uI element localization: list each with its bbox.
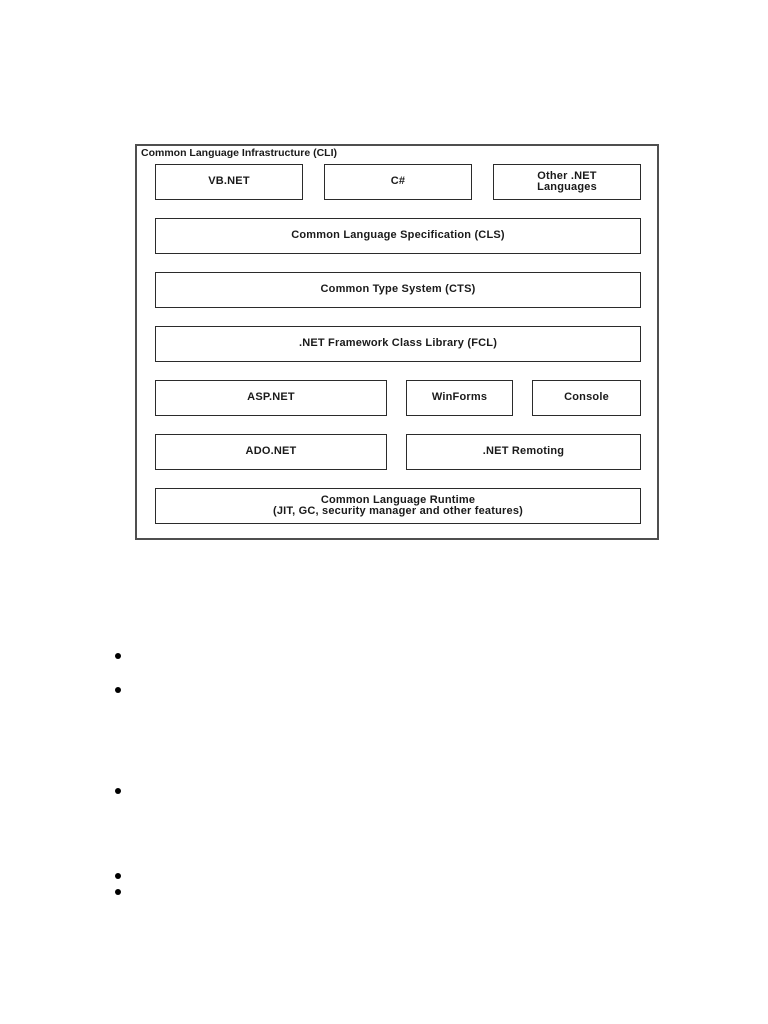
clr-row: Common Language Runtime (JIT, GC, securi… <box>155 488 641 524</box>
box-vb-net: VB.NET <box>155 164 303 200</box>
cts-row: Common Type System (CTS) <box>155 272 641 308</box>
app-models-row: ASP.NET WinForms Console <box>155 380 641 416</box>
bullet-marker <box>115 788 121 794</box>
fcl-row: .NET Framework Class Library (FCL) <box>155 326 641 362</box>
box-common-type-system: Common Type System (CTS) <box>155 272 641 308</box>
cls-row: Common Language Specification (CLS) <box>155 218 641 254</box>
box-other-net-languages: Other .NET Languages <box>493 164 641 200</box>
box-common-language-runtime: Common Language Runtime (JIT, GC, securi… <box>155 488 641 524</box>
cli-architecture-diagram: Common Language Infrastructure (CLI) VB.… <box>135 144 659 540</box>
languages-row: VB.NET C# Other .NET Languages <box>155 164 641 200</box>
box-net-remoting: .NET Remoting <box>406 434 641 470</box>
diagram-rows: VB.NET C# Other .NET Languages Common La… <box>155 164 641 524</box>
data-services-row: ADO.NET .NET Remoting <box>155 434 641 470</box>
bullet-marker <box>115 653 121 659</box>
box-console: Console <box>532 380 641 416</box>
box-winforms: WinForms <box>406 380 513 416</box>
bullet-marker <box>115 687 121 693</box>
diagram-title: Common Language Infrastructure (CLI) <box>141 147 338 159</box>
bullet-marker <box>115 873 121 879</box>
box-asp-net: ASP.NET <box>155 380 387 416</box>
box-ado-net: ADO.NET <box>155 434 387 470</box>
box-common-language-specification: Common Language Specification (CLS) <box>155 218 641 254</box>
box-csharp: C# <box>324 164 472 200</box>
box-framework-class-library: .NET Framework Class Library (FCL) <box>155 326 641 362</box>
bullet-marker <box>115 889 121 895</box>
